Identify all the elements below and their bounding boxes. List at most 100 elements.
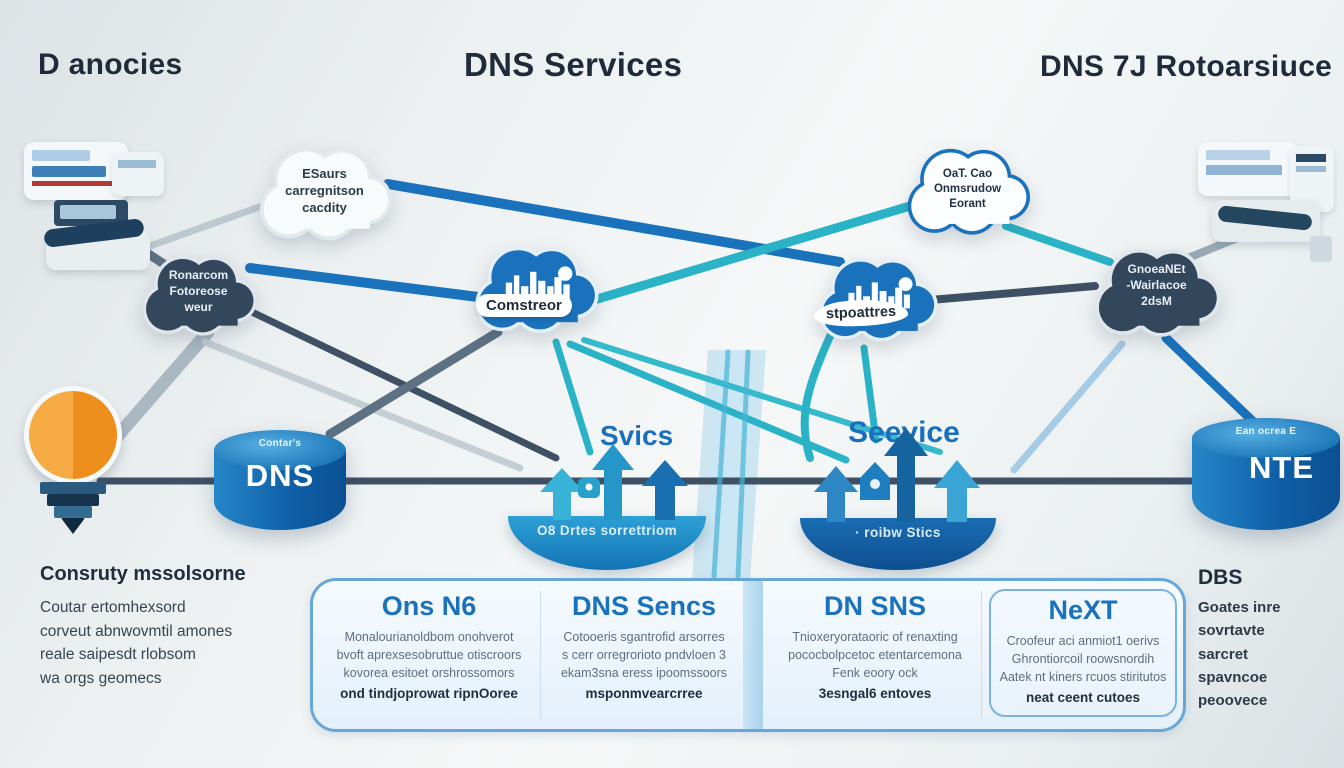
title-left: D anocies bbox=[38, 48, 183, 81]
cloud-gnoeanet: GnoeaNEt -Wairlacoe 2dsM bbox=[1088, 232, 1225, 350]
lock-icon bbox=[578, 478, 600, 498]
funnel-right-bowl: · roibw Stics bbox=[800, 518, 996, 570]
device-part bbox=[118, 160, 156, 168]
bulb-base-tip bbox=[61, 518, 85, 534]
cloud-comstreor: Comstreor bbox=[468, 228, 603, 348]
note-line: wa orgs geomecs bbox=[40, 669, 162, 687]
panel-card-ons-n6: Ons N6 Monalourianoldbom onohverot bvoft… bbox=[321, 587, 537, 721]
card-line: s cerr orregrorioto pndvloen 3 bbox=[562, 647, 726, 662]
cloud-esaurs: ESaurs carregnitson cacdity bbox=[252, 138, 397, 246]
cloud-stpoattres: stpoattres bbox=[812, 240, 942, 356]
note-left-heading: Consruty mssolsorne bbox=[40, 563, 246, 585]
device-cluster-left bbox=[16, 136, 168, 278]
cloud-comstreor-label: Comstreor bbox=[476, 294, 572, 317]
bulb-base-stripe bbox=[54, 506, 92, 518]
device-cluster-right bbox=[1192, 136, 1340, 272]
cylinder-small-label: Contar's bbox=[258, 438, 302, 449]
card-title: NeXT bbox=[1048, 595, 1118, 625]
cloud-line: Onmsrudow bbox=[933, 183, 1002, 196]
light-blue-ribbon bbox=[692, 350, 766, 580]
device-part bbox=[32, 166, 106, 177]
card-line: Cotooeris sgantrofid arsorres bbox=[563, 630, 725, 644]
cloud-gnoeanet-text: GnoeaNEt -Wairlacoe 2dsM bbox=[1088, 262, 1225, 309]
cloud-esaurs-text: ESaurs carregnitson cacdity bbox=[252, 165, 397, 216]
cloud-line: Fotoreose bbox=[169, 283, 228, 298]
note-line: peoovece bbox=[1198, 692, 1268, 709]
house-icon bbox=[860, 462, 890, 500]
device-part bbox=[112, 152, 164, 196]
dns-cylinder-left: Contar's DNS bbox=[214, 430, 346, 530]
note-right-heading: DBS bbox=[1198, 566, 1243, 589]
card-title: DNS Sencs bbox=[571, 591, 717, 621]
funnel-right-bowl-label: · roibw Stics bbox=[855, 525, 941, 540]
note-line: reale saipesdt rlobsom bbox=[40, 646, 196, 664]
device-part bbox=[1296, 166, 1326, 172]
bottom-panel: Ons N6 Monalourianoldbom onohverot bvoft… bbox=[310, 578, 1186, 732]
device-part bbox=[32, 150, 90, 161]
bulb-glass bbox=[24, 386, 122, 484]
cloud-oat: OaT. Cao Onmsrudow Eorant bbox=[900, 140, 1035, 240]
funnel-right-caption: Seevice bbox=[848, 416, 960, 449]
cylinder-main-label: NTE bbox=[1249, 450, 1314, 485]
cloud-ronarcom: Ronarcom Fotoreose weur bbox=[136, 238, 261, 350]
note-line: sovrtavte bbox=[1198, 622, 1265, 640]
panel-divider bbox=[981, 591, 982, 719]
cloud-line: OaT. Cao bbox=[942, 168, 993, 180]
light-blue-ribbon-inner bbox=[704, 350, 756, 580]
card-line: ekam3sna eress ipoomssoors bbox=[560, 665, 728, 680]
note-line: spavncoe bbox=[1198, 668, 1268, 686]
note-line: corveut abnwovmtil amones bbox=[40, 622, 233, 640]
card-title: DN SNS bbox=[823, 591, 926, 621]
cloud-line: carregnitson bbox=[285, 183, 364, 199]
card-line: kovorea esitoet orshrossomors bbox=[343, 665, 515, 680]
title-center: DNS Services bbox=[464, 46, 683, 83]
panel-card-dn-sns: DN SNS Tnioxeryorataoric of renaxting po… bbox=[775, 587, 975, 721]
device-part bbox=[32, 181, 120, 186]
card-line: Fenk eoory ock bbox=[832, 665, 918, 680]
device-part bbox=[60, 205, 116, 219]
panel-card-next: NeXT Croofeur aci anmiot1 oerivs Ghronti… bbox=[989, 589, 1177, 717]
cylinder-small-label: Ean ocrea E bbox=[1235, 426, 1297, 437]
card-line: Tnioxeryorataoric of renaxting bbox=[792, 630, 958, 644]
cloud-ronarcom-text: Ronarcom Fotoreose weur bbox=[136, 268, 261, 315]
cloud-line: Eorant bbox=[949, 198, 986, 211]
card-bold-line: 3esngal6 entoves bbox=[818, 686, 932, 702]
nte-cylinder-right: Ean ocrea E NTE bbox=[1192, 418, 1340, 530]
panel-divider bbox=[540, 591, 541, 719]
bulb-base-stripe bbox=[47, 494, 99, 506]
cloud-line: cacdity bbox=[302, 200, 347, 216]
card-bold-line: msponmvearcrree bbox=[585, 686, 703, 702]
panel-divider-wide bbox=[743, 581, 763, 729]
cloud-line: Ronarcom bbox=[168, 268, 229, 282]
cylinder-main-label: DNS bbox=[245, 458, 315, 493]
device-part bbox=[1296, 154, 1326, 162]
note-line: sarcret bbox=[1198, 645, 1249, 663]
panel-card-dns-sencs: DNS Sencs Cotooeris sgantrofid arsorres … bbox=[545, 587, 743, 721]
device-part bbox=[1310, 236, 1332, 262]
card-line: Monalourianoldbom onohverot bbox=[344, 630, 514, 644]
device-part bbox=[1206, 150, 1270, 160]
note-line: Goates inre bbox=[1198, 599, 1281, 616]
cloud-line: ESaurs bbox=[302, 166, 347, 181]
cloud-line: GnoeaNEt bbox=[1127, 262, 1186, 276]
funnel-left-bowl: O8 Drtes sorrettriom bbox=[508, 516, 706, 570]
note-line: Coutar ertomhexsord bbox=[40, 599, 186, 616]
card-bold-line: neat ceent cutoes bbox=[1025, 690, 1141, 706]
cloud-line: -Wairlacoe bbox=[1126, 277, 1187, 292]
funnel-left-caption: Svics bbox=[600, 420, 674, 451]
card-line: Aatek nt kiners rcuos stiritutos bbox=[999, 669, 1167, 684]
note-right: DBS Goates inre sovrtavte sarcret spavnc… bbox=[1198, 566, 1338, 712]
title-right: DNS 7J Rotoarsiuce bbox=[1040, 50, 1333, 83]
bulb-base bbox=[37, 482, 109, 534]
card-line: Croofeur aci anmiot1 oerivs bbox=[1006, 634, 1160, 648]
card-line: pococbolpcetoc etentarcemona bbox=[788, 647, 962, 662]
card-bold-line: ond tindjoprowat ripnOoree bbox=[340, 686, 518, 702]
note-left: Consruty mssolsorne Coutar ertomhexsord … bbox=[40, 563, 290, 690]
cloud-line: 2dsM bbox=[1141, 293, 1172, 308]
funnel-left-bowl-label: O8 Drtes sorrettriom bbox=[536, 523, 678, 538]
lightbulb-icon bbox=[24, 386, 124, 536]
card-line: bvoft aprexsesobruttue otiscroors bbox=[336, 647, 522, 662]
funnel-left-arrows bbox=[540, 444, 688, 520]
bulb-base-stripe bbox=[40, 482, 106, 494]
